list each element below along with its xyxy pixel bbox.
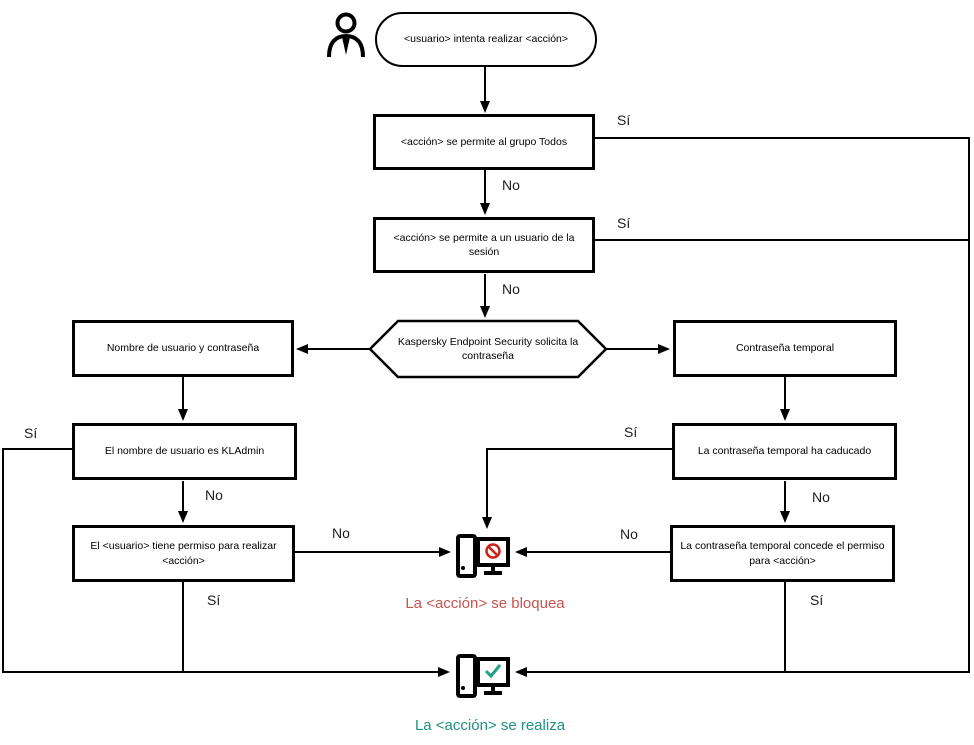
label-no-grants: No bbox=[620, 526, 638, 542]
edge-yes-kladmin-to-performed bbox=[2, 448, 450, 677]
label-yes-grants: Sí bbox=[810, 592, 824, 608]
user-icon bbox=[327, 12, 365, 58]
edge-yes-expired-to-blocked bbox=[482, 448, 672, 529]
label-no-permission: No bbox=[332, 525, 350, 541]
node-has-permission: El <usuario> tiene permiso para realizar… bbox=[72, 525, 295, 582]
label-yes-allow-all: Sí bbox=[617, 112, 631, 128]
node-is-kladmin: El nombre de usuario es KLAdmin bbox=[72, 423, 297, 480]
node-kes-prompt: Kaspersky Endpoint Security solicita la … bbox=[397, 335, 579, 362]
no-entry-icon bbox=[485, 543, 501, 559]
action-blocked-text: La <acción> se bloquea bbox=[405, 595, 565, 612]
node-user-pass: Nombre de usuario y contraseña bbox=[72, 320, 294, 377]
label-yes-kladmin: Sí bbox=[24, 425, 38, 441]
node-temp-grants: La contraseña temporal concede el permis… bbox=[670, 525, 895, 582]
label-no-kladmin: No bbox=[205, 487, 223, 503]
blocked-computer-icon bbox=[456, 534, 510, 578]
node-start: <usuario> intenta realizar <acción> bbox=[375, 12, 597, 67]
node-allow-session: <acción> se permite a un usuario de la s… bbox=[373, 217, 595, 273]
label-no-allow-all: No bbox=[502, 177, 520, 193]
label-no-expired: No bbox=[812, 489, 830, 505]
success-computer-icon bbox=[456, 654, 510, 698]
decision-hexagon-shape bbox=[368, 319, 608, 379]
node-allow-all: <acción> se permite al grupo Todos bbox=[373, 114, 595, 170]
label-yes-expired: Sí bbox=[624, 424, 638, 440]
label-no-allow-session: No bbox=[502, 281, 520, 297]
label-yes-allow-session: Sí bbox=[617, 215, 631, 231]
action-performed-text: La <acción> se realiza bbox=[414, 717, 566, 734]
edge-yes-allow-all-to-performed bbox=[515, 137, 970, 677]
connectors bbox=[2, 67, 970, 677]
check-icon bbox=[484, 664, 502, 679]
node-temp-pass: Contraseña temporal bbox=[673, 320, 897, 377]
label-yes-permission: Sí bbox=[207, 592, 221, 608]
node-temp-expired: La contraseña temporal ha caducado bbox=[672, 423, 897, 480]
